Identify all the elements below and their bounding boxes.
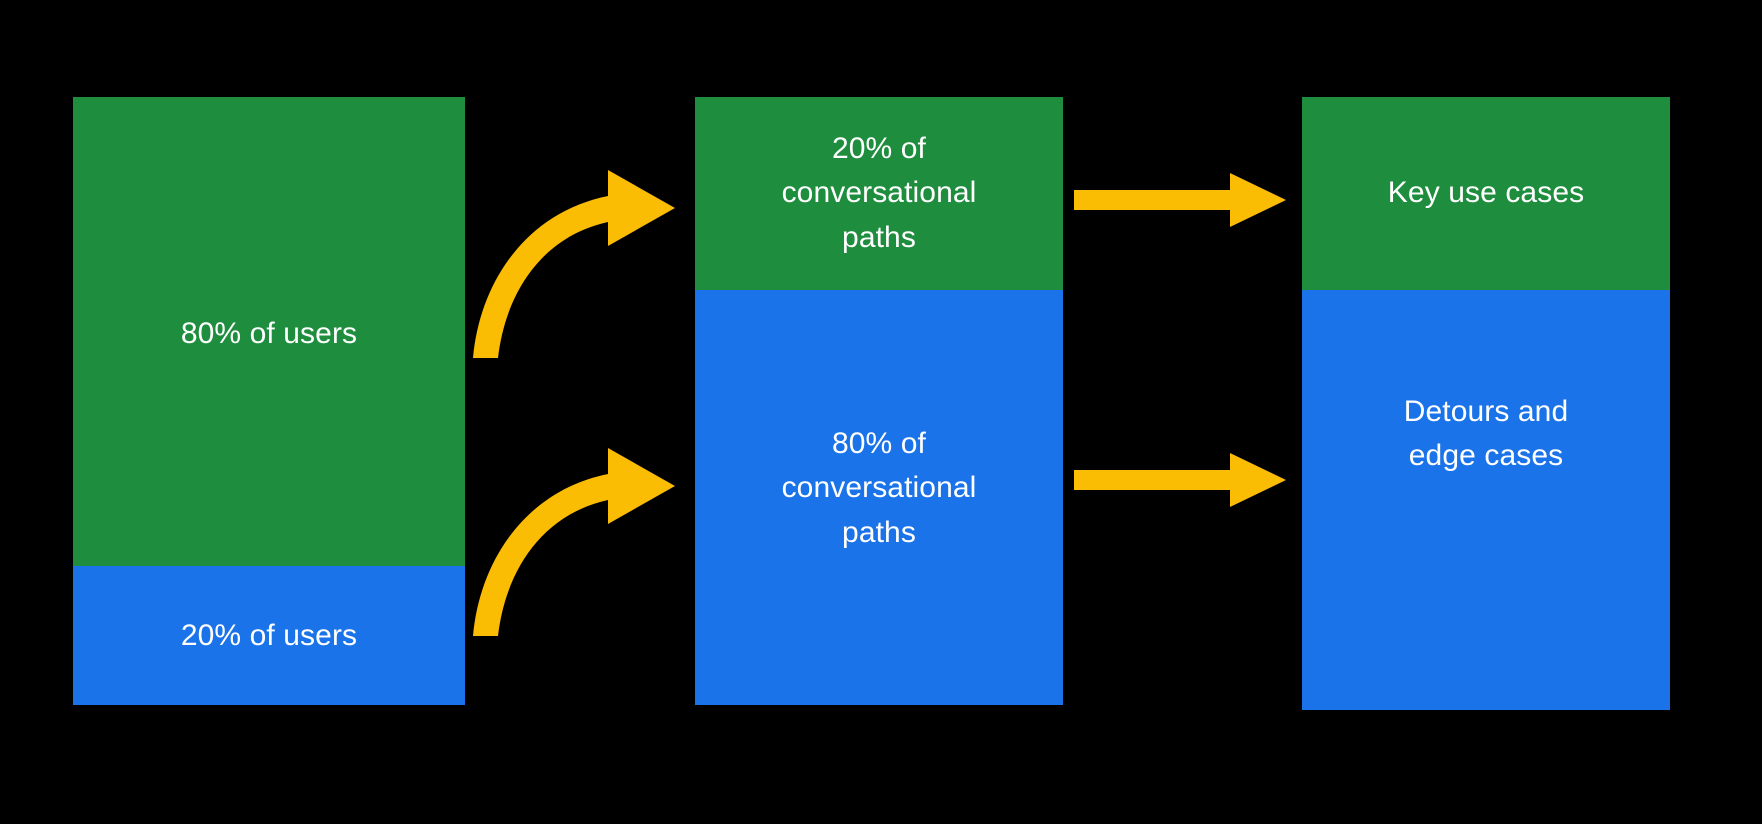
outcomes-column: Key use cases Detours and edge cases bbox=[1302, 97, 1670, 710]
segment-outcomes-edge: Detours and edge cases bbox=[1302, 290, 1670, 710]
segment-users-minority: 20% of users bbox=[73, 566, 465, 705]
segment-label-users-majority: 80% of users bbox=[180, 317, 358, 351]
segment-label-paths-minority: 20% of conversational paths bbox=[781, 131, 977, 254]
users-column: 80% of users 20% of users bbox=[73, 97, 465, 705]
segment-label-outcomes-edge: Detours and edge cases bbox=[1403, 394, 1569, 472]
segment-users-majority: 80% of users bbox=[73, 97, 465, 566]
segment-paths-majority: 80% of conversational paths bbox=[695, 290, 1063, 705]
arrow-right-icon bbox=[1074, 453, 1286, 507]
paths-column: 20% of conversational paths 80% of conve… bbox=[695, 97, 1063, 705]
arrow-right-icon bbox=[1074, 173, 1286, 227]
segment-paths-minority: 20% of conversational paths bbox=[695, 97, 1063, 290]
segment-outcomes-key: Key use cases bbox=[1302, 97, 1670, 290]
segment-label-outcomes-key: Key use cases bbox=[1387, 176, 1585, 210]
segment-label-users-minority: 20% of users bbox=[180, 619, 358, 653]
curved-arrow-up-right-icon bbox=[473, 448, 675, 636]
curved-arrow-up-right-icon bbox=[473, 170, 675, 358]
segment-label-paths-majority: 80% of conversational paths bbox=[781, 426, 977, 549]
